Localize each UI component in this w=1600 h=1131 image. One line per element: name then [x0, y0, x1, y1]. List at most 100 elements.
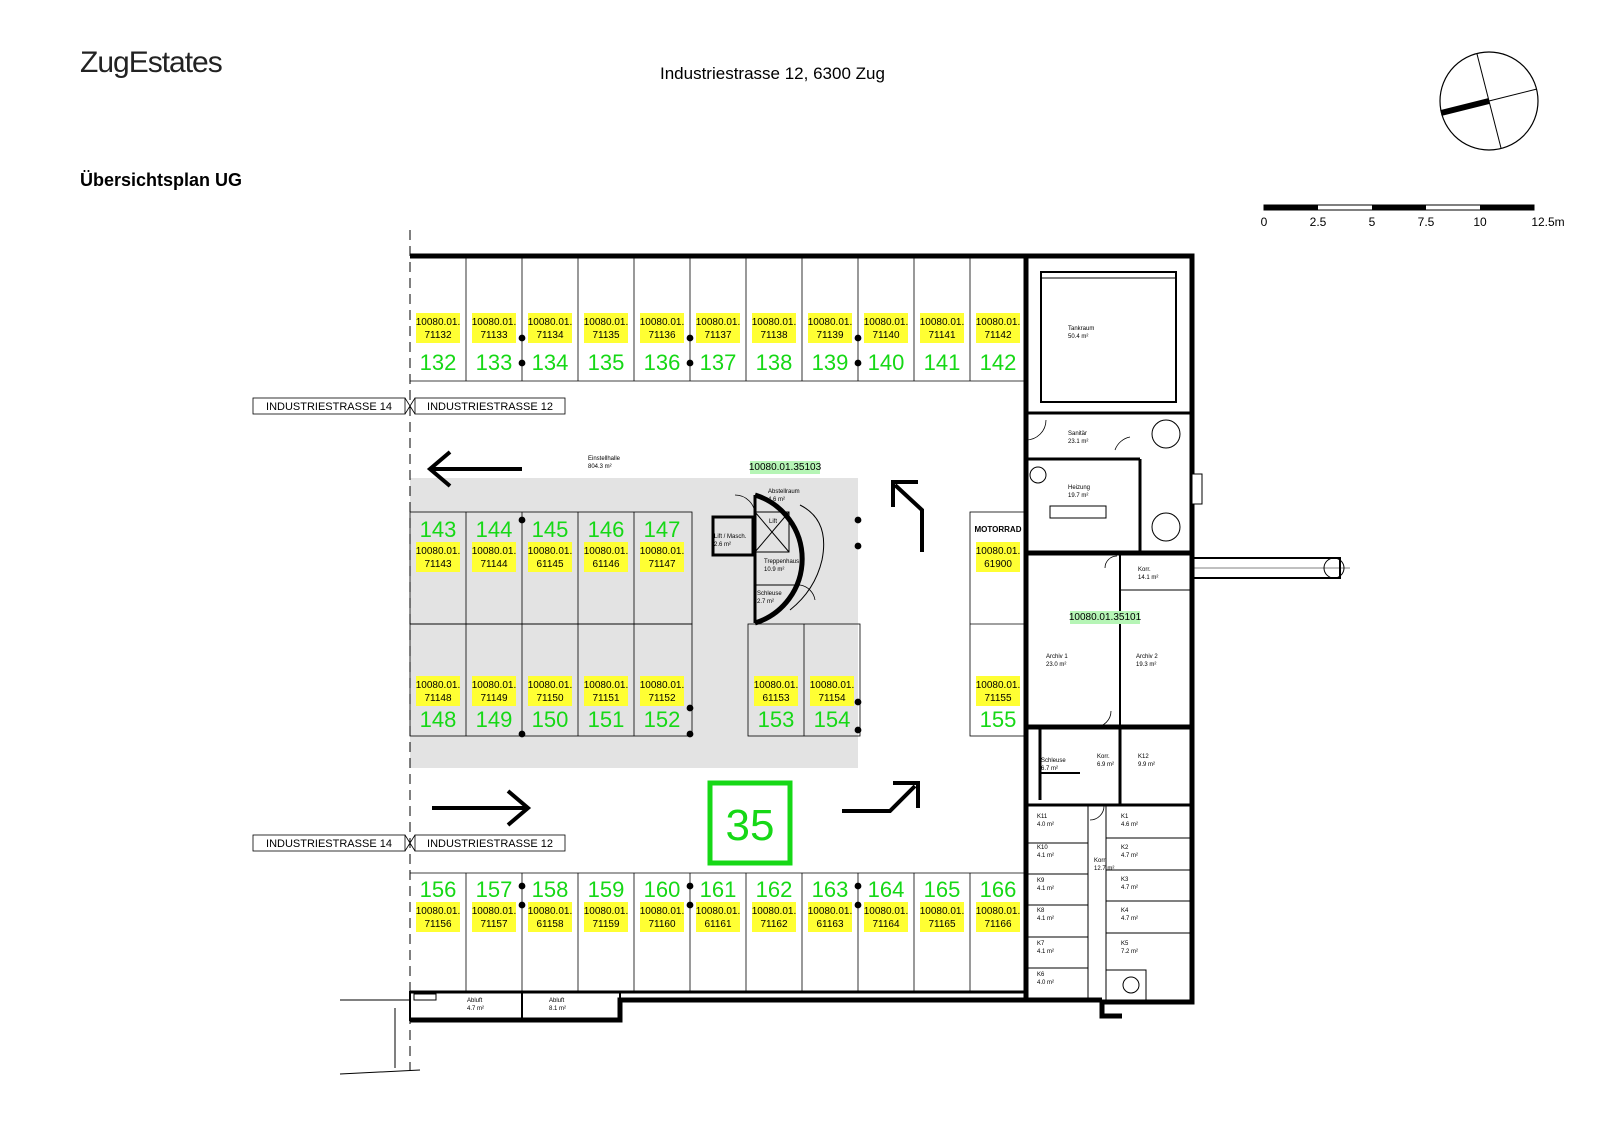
parking-number: 149: [476, 707, 513, 732]
scale-tick-label: 0: [1261, 215, 1268, 229]
room-label: Korr.6.9 m²: [1097, 754, 1114, 768]
object-code-line1: 10080.01.: [528, 546, 573, 557]
room-code: 10080.01.35101: [1069, 611, 1142, 624]
code-highlight: [640, 313, 684, 343]
room-area: 6.9 m²: [1097, 762, 1114, 768]
code-highlight: [976, 676, 1020, 706]
svg-text:10080.01.35101: 10080.01.35101: [1069, 612, 1142, 623]
object-code-line1: 10080.01.: [976, 546, 1021, 557]
room-label: Einstellhalle 804.3 m²: [588, 456, 621, 470]
room-label: K14.6 m²: [1121, 814, 1138, 828]
object-code-line2: 71151: [592, 693, 620, 704]
parking-number: 136: [644, 350, 681, 375]
pillar: [854, 698, 862, 706]
parking-number: 164: [868, 877, 905, 902]
room-label: K74.1 m²: [1037, 941, 1054, 955]
object-code-line1: 10080.01.: [472, 317, 517, 328]
object-code-line1: 10080.01.: [976, 317, 1021, 328]
room-area: 4.1 m²: [1037, 949, 1054, 955]
code-highlight: [472, 542, 516, 572]
object-code-line2: 71142: [984, 330, 1012, 341]
object-code-line1: 10080.01.: [472, 680, 517, 691]
room-area: 4.7 m²: [1121, 916, 1138, 922]
room-name: K4: [1121, 908, 1129, 914]
code-highlight: [416, 542, 460, 572]
object-code-line2: 71139: [816, 330, 844, 341]
code-highlight: [416, 313, 460, 343]
object-code-line2: 71165: [928, 919, 956, 930]
scale-tick-label: 7.5: [1418, 215, 1435, 229]
pillar: [686, 882, 694, 890]
building-number: 35: [726, 801, 775, 850]
room-name: Schleuse: [1041, 758, 1066, 764]
parking-number: 145: [532, 517, 569, 542]
parking-number: 155: [980, 707, 1017, 732]
room-area: 804.3 m²: [588, 464, 612, 470]
service-walls: [1025, 271, 1350, 1001]
code-highlight: [528, 676, 572, 706]
plan-title: Übersichtsplan UG: [80, 170, 243, 190]
code-highlight: [640, 902, 684, 932]
object-code-line2: 71132: [424, 330, 452, 341]
code-highlight: [752, 902, 796, 932]
object-code-line2: 61145: [536, 559, 564, 570]
parking-space: 149 10080.01. 71149: [472, 676, 517, 732]
room-label: Lift: [769, 519, 777, 525]
object-code-line2: 71157: [480, 919, 508, 930]
pillar: [854, 516, 862, 524]
code-highlight: [696, 902, 740, 932]
code-highlight: [472, 902, 516, 932]
object-code-line1: 10080.01.: [584, 906, 629, 917]
room-area: 7.2 m²: [1121, 949, 1138, 955]
code-highlight: [416, 902, 460, 932]
code-highlight: [808, 313, 852, 343]
code-highlight: [640, 676, 684, 706]
object-code-line2: 71152: [648, 693, 676, 704]
room-code: 10080.01.35103: [749, 461, 822, 474]
pillar: [854, 726, 862, 734]
pillar: [854, 359, 862, 367]
room-name: Lift / Masch.: [714, 534, 747, 540]
code-highlight: [864, 902, 908, 932]
object-code-line2: 71162: [760, 919, 788, 930]
parking-space: 10080.01.61900: [976, 542, 1021, 572]
room-name: Abluft: [467, 998, 483, 1004]
object-code-line2: 71156: [424, 919, 452, 930]
object-code-line2: 71149: [480, 693, 508, 704]
object-code-line1: 10080.01.: [416, 546, 461, 557]
object-code-line1: 10080.01.: [808, 317, 853, 328]
room-name: Einstellhalle: [588, 456, 621, 462]
pillar: [518, 901, 526, 909]
object-code-line1: 10080.01.: [584, 546, 629, 557]
parking-number: 137: [700, 350, 737, 375]
parking-number: 139: [812, 350, 849, 375]
abluft-shafts: [409, 991, 621, 1021]
object-code-line1: 10080.01.: [864, 906, 909, 917]
object-code-line1: 10080.01.: [528, 680, 573, 691]
parking-number: 134: [532, 350, 569, 375]
room-label: K84.1 m²: [1037, 908, 1054, 922]
code-highlight: [640, 542, 684, 572]
room-area: 14.1 m²: [1138, 575, 1158, 581]
code-highlight: [584, 542, 628, 572]
room-area: 19.3 m²: [1136, 662, 1156, 668]
parking-number: 142: [980, 350, 1017, 375]
code-highlight: [472, 676, 516, 706]
object-code-line1: 10080.01.: [976, 906, 1021, 917]
object-code-line1: 10080.01.: [920, 317, 965, 328]
parking-number: 135: [588, 350, 625, 375]
object-code-line2: 61163: [816, 919, 844, 930]
room-name: K2: [1121, 845, 1129, 851]
parking-number: 153: [758, 707, 795, 732]
street-label-left: INDUSTRIESTRASSE 14: [266, 401, 392, 413]
